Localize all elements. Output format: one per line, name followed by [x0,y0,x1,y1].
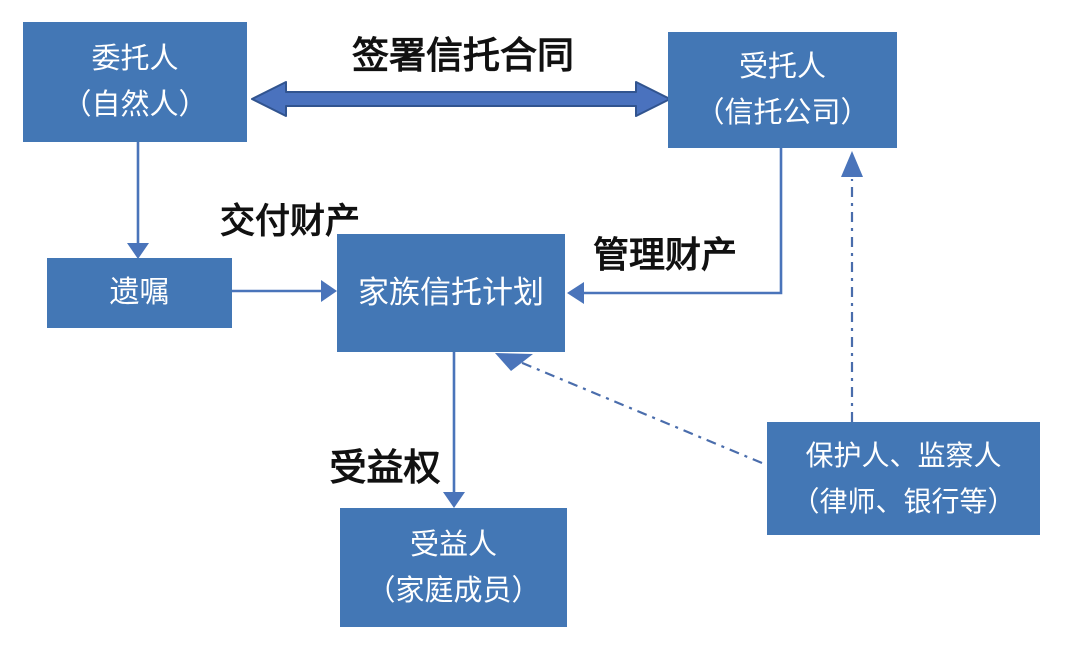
edge-sign-contract-double-arrow [251,81,671,117]
arrowhead-trust-plan-to-beneficiary [443,492,465,508]
node-trust-plan: 家族信托计划 [337,234,565,352]
node-will: 遗嘱 [47,258,232,328]
node-beneficiary-line1: 受益人 [409,528,497,561]
node-settlor-line1: 委托人 [91,43,179,75]
node-settlor: 委托人 （自然人） [23,22,247,142]
arrowhead-protector-to-trustee [841,151,863,177]
node-trustee-line1: 受托人 [738,51,826,83]
edge-label-deliver-property: 交付财产 [219,202,360,241]
node-trust-plan-line1: 家族信托计划 [358,275,544,310]
node-will-line1: 遗嘱 [109,276,170,309]
node-protector-line1: 保护人、监察人 [805,439,1002,471]
edge-trustee-to-trust-plan [584,148,783,295]
arrowhead-will-to-trust-plan [321,280,337,302]
arrowhead-protector-to-trust-plan [495,353,533,371]
node-beneficiary: 受益人 （家庭成员） [340,508,567,627]
node-beneficiary-line2: （家庭成员） [366,574,541,607]
node-protector-line2: （律师、银行等） [791,485,1016,517]
node-settlor-line2: （自然人） [62,89,208,121]
edge-label-sign-contract: 签署信托合同 [352,35,574,76]
edge-label-manage-property: 管理财产 [592,234,737,275]
node-trustee-line2: （信托公司） [695,97,870,129]
node-trustee: 受托人 （信托公司） [668,32,897,148]
edge-protector-to-trust-plan [519,360,763,465]
node-protector: 保护人、监察人 （律师、银行等） [767,422,1040,535]
arrowhead-settlor-to-will [127,243,149,259]
arrowhead-trustee-to-trust-plan [567,282,584,304]
edge-label-beneficial-right: 受益权 [329,447,441,488]
